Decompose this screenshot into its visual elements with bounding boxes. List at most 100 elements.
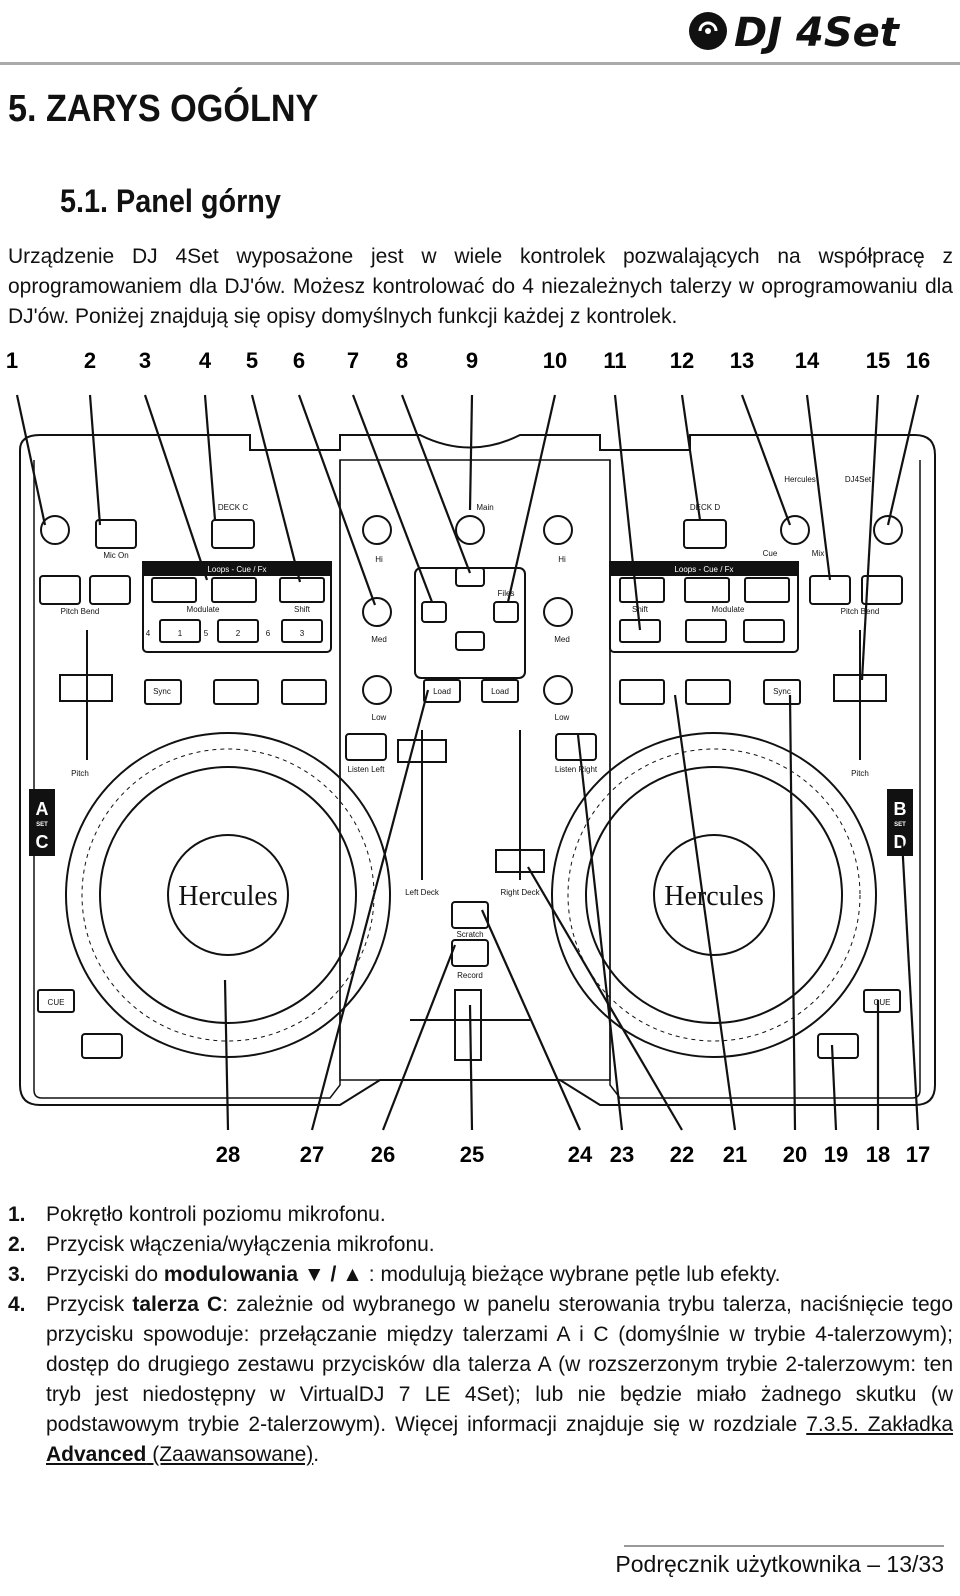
callout-number-16: 16: [906, 348, 930, 373]
section-title: 5. ZARYS OGÓLNY: [8, 88, 319, 130]
list-item: 2. Przycisk włączenia/wyłączenia mikrofon…: [8, 1230, 953, 1260]
deck-d-side-label: D: [894, 832, 907, 852]
label-cue-knob: Cue: [763, 549, 778, 558]
callout-number-1: 1: [6, 348, 18, 373]
callout-number-22: 22: [670, 1142, 694, 1167]
leader-line-7: [351, 394, 434, 603]
list-item-text: Przyciski do modulowania ▼ / ▲ : moduluj…: [46, 1260, 953, 1290]
list-item: 1.Pokrętło kontroli poziomu mikrofonu.: [8, 1200, 953, 1230]
list-item-number: 2.: [8, 1233, 26, 1256]
callout-number-14: 14: [795, 348, 820, 373]
text-fragment: talerza C: [132, 1293, 223, 1316]
callout-number-9: 9: [466, 348, 478, 373]
leader-line-14: [805, 394, 832, 581]
leader-line-25: [468, 1004, 474, 1131]
leader-line-8: [400, 394, 472, 574]
leader-line-6: [297, 394, 377, 606]
label-pad-3: 3: [300, 629, 305, 638]
leader-line-3: [143, 394, 209, 581]
chapter-link[interactable]: 7.3.5. Zakładka: [806, 1413, 954, 1436]
list-item-number: 1.: [8, 1203, 26, 1226]
leader-line-28: [223, 979, 230, 1131]
leader-line-10: [506, 394, 557, 603]
leader-line-9: [468, 394, 474, 511]
label-shift-right: Shift: [632, 605, 649, 614]
callout-number-13: 13: [730, 348, 754, 373]
deck-b-set-label: SET: [894, 822, 906, 828]
text-fragment: : zależnie od wybranego w panelu sterowa…: [46, 1293, 953, 1436]
footer-text: Podręcznik użytkownika – 13/33: [615, 1551, 944, 1577]
label-left-deck: Left Deck: [405, 888, 440, 897]
label-loops-left: Loops - Cue / Fx: [207, 565, 266, 574]
leader-line-19: [830, 1044, 838, 1131]
label-cue-right: CUE: [874, 998, 891, 1007]
label-med-right: Med: [554, 635, 570, 644]
text-fragment: Przyciski do: [46, 1263, 164, 1286]
label-listen-right: Listen Right: [555, 765, 598, 774]
callout-number-7: 7: [347, 348, 359, 373]
page-footer: Podręcznik użytkownika – 13/33: [615, 1545, 944, 1578]
label-brand-top: Hercules: [784, 475, 816, 484]
chapter-link[interactable]: Advanced: [46, 1443, 147, 1466]
brand-right: Hercules: [664, 881, 764, 912]
callout-number-25: 25: [460, 1142, 484, 1167]
deck-b-label: B: [894, 799, 907, 819]
label-low-left: Low: [372, 713, 387, 722]
list-item-text: Przycisk włączenia/wyłączenia mikrofonu.: [46, 1230, 953, 1260]
label-pad-6: 6: [266, 629, 271, 638]
leader-line-12: [680, 394, 702, 521]
subsection-title: 5.1. Panel górny: [60, 183, 281, 219]
deck-c-side-label: C: [36, 832, 49, 852]
leader-line-1: [15, 394, 47, 526]
label-deck-d: DECK D: [690, 503, 720, 512]
brand-left: Hercules: [178, 881, 278, 912]
leader-line-22: [527, 866, 683, 1131]
callout-number-23: 23: [610, 1142, 634, 1167]
leader-line-17: [900, 839, 920, 1131]
deck-a-set-label: SET: [36, 822, 48, 828]
callout-number-28: 28: [216, 1142, 240, 1167]
label-shift-left: Shift: [294, 605, 311, 614]
label-cue-left: CUE: [48, 998, 65, 1007]
list-item-number: 3.: [8, 1263, 26, 1286]
label-loops-right: Loops - Cue / Fx: [674, 565, 733, 574]
label-sync-left: Sync: [153, 687, 171, 696]
callout-number-11: 11: [603, 348, 626, 373]
callout-number-3: 3: [139, 348, 151, 373]
leader-line-23: [576, 734, 624, 1131]
label-low-right: Low: [555, 713, 570, 722]
header-rule: [0, 62, 960, 65]
label-right-deck: Right Deck: [500, 888, 540, 897]
label-pad-5: 5: [204, 629, 209, 638]
label-hi-right: Hi: [558, 555, 566, 564]
callout-number-26: 26: [371, 1142, 395, 1167]
leader-line-16: [886, 394, 920, 526]
list-item-text: Przycisk talerza C: zależnie od wybraneg…: [46, 1290, 953, 1470]
chapter-link[interactable]: (Zaawansowane): [146, 1443, 314, 1466]
intro-paragraph: Urządzenie DJ 4Set wyposażone jest w wie…: [8, 245, 953, 328]
list-item: 3. Przyciski do modulowania ▼ / ▲ : modul…: [8, 1260, 953, 1290]
callout-number-12: 12: [670, 348, 694, 373]
label-load-right: Load: [491, 687, 509, 696]
label-pitch-right: Pitch: [851, 769, 869, 778]
label-files: Files: [498, 589, 515, 598]
callout-number-10: 10: [543, 348, 567, 373]
label-load-left: Load: [433, 687, 451, 696]
control-description-list: 1.Pokrętło kontroli poziomu mikrofonu.2.…: [8, 1200, 953, 1470]
callout-number-20: 20: [783, 1142, 807, 1167]
leader-line-4: [203, 394, 217, 521]
leader-line-27: [310, 689, 430, 1131]
leader-line-21: [673, 694, 737, 1131]
label-pad-2: 2: [236, 629, 241, 638]
deck-a-label: A: [36, 799, 49, 819]
label-listen-left: Listen Left: [348, 765, 386, 774]
callout-number-24: 24: [568, 1142, 593, 1167]
label-mic-on: Mic On: [103, 551, 128, 560]
text-fragment: : modulują bieżące wybrane pętle lub efe…: [362, 1263, 781, 1286]
callout-number-8: 8: [396, 348, 408, 373]
leader-line-20: [788, 694, 797, 1131]
callout-number-6: 6: [293, 348, 305, 373]
